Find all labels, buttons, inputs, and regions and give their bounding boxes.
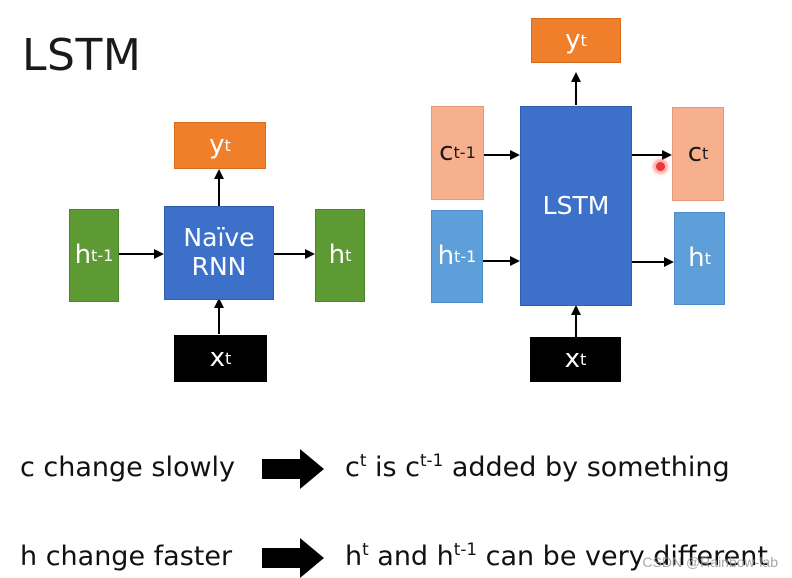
note2-left: h change faster bbox=[20, 541, 233, 572]
note1-right: ct is ct-1 added by something bbox=[345, 449, 730, 483]
note1-left: c change slowly bbox=[20, 452, 236, 483]
note2-arrow bbox=[262, 538, 324, 578]
note1-arrow bbox=[262, 449, 324, 489]
cursor-dot-icon bbox=[654, 160, 667, 173]
watermark: CSDN @Rainbow-lab bbox=[642, 554, 778, 570]
note2-right: ht and ht-1 can be very different bbox=[345, 538, 768, 572]
lstm-cell: LSTM bbox=[520, 106, 632, 306]
rnn-cell: Naïve RNN bbox=[164, 206, 274, 300]
page-title: LSTM bbox=[22, 30, 142, 81]
